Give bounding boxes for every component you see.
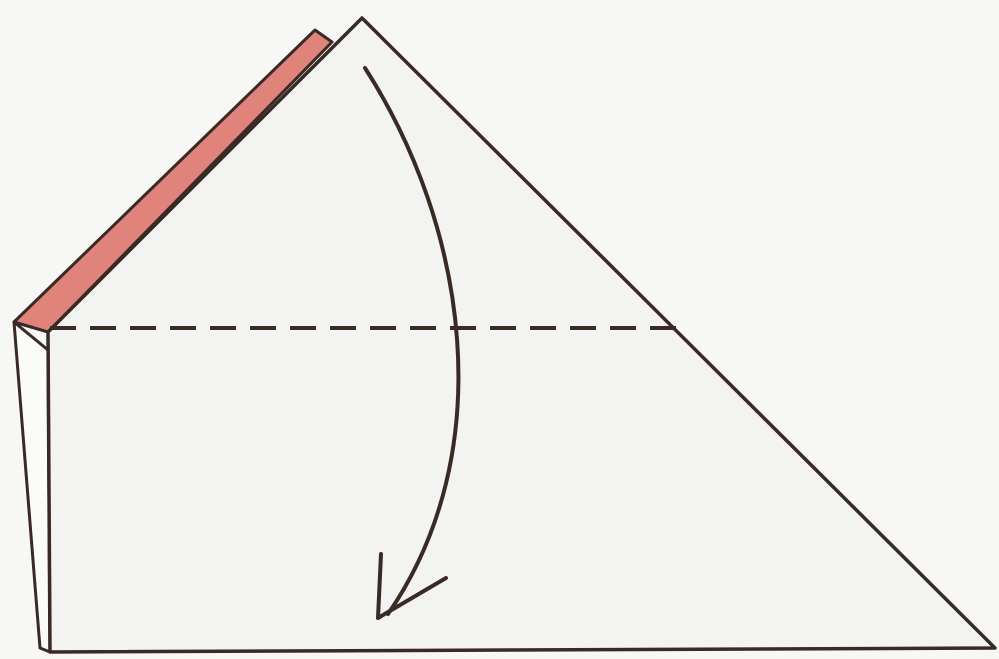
curved-arrow-down-icon	[363, 66, 461, 620]
left-crease-line	[46, 331, 52, 653]
colored-edge-strip	[12, 28, 334, 334]
